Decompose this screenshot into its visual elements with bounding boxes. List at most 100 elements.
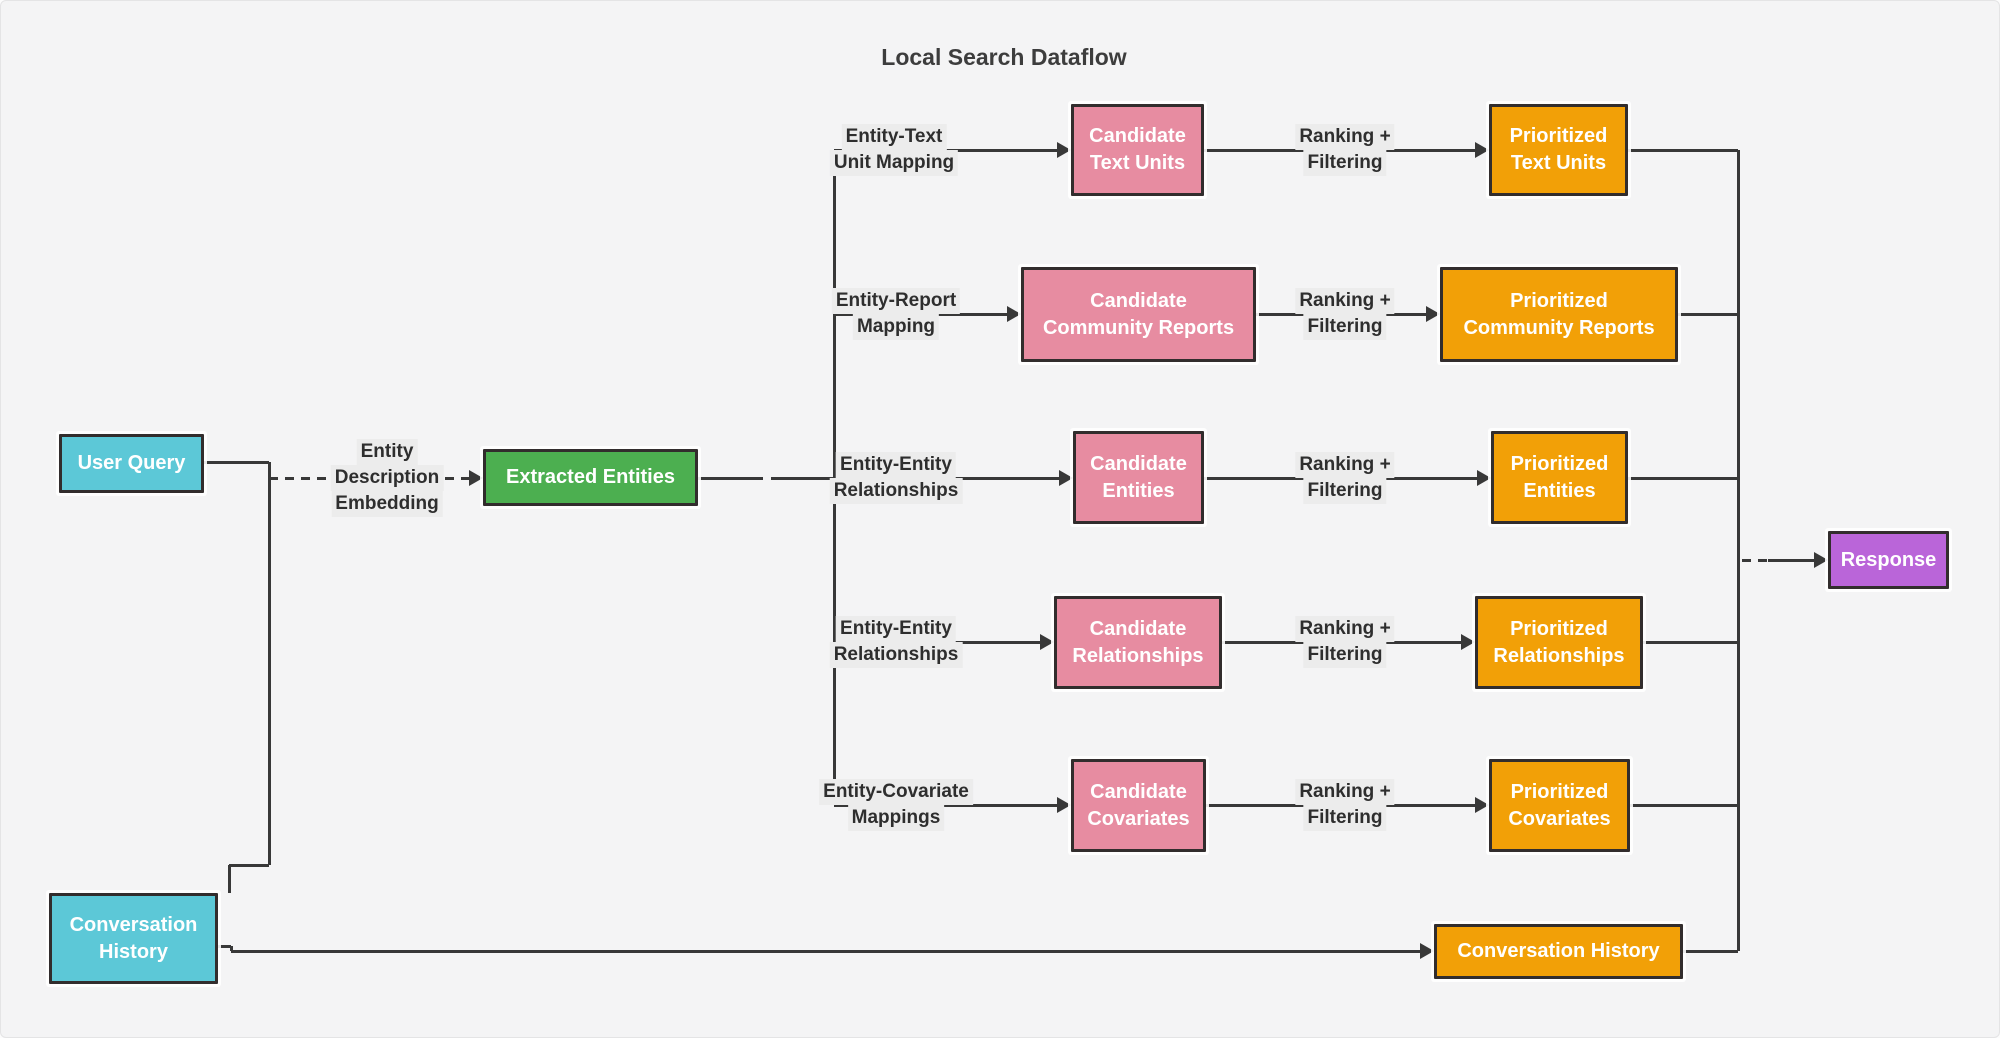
node-label-line: Response xyxy=(1840,548,1937,571)
node-label-line: Prioritized xyxy=(1510,780,1609,803)
edge-label-line: Ranking + xyxy=(1295,616,1395,642)
edge-segment xyxy=(1768,559,1818,562)
edge-label-line: Filtering xyxy=(1303,805,1387,831)
edge-label-line: Filtering xyxy=(1303,478,1387,504)
node-label-line: Prioritized xyxy=(1510,289,1608,312)
node-label-line: User Query xyxy=(77,452,186,474)
edge-label-ranking-filtering-4: Ranking +Filtering xyxy=(1295,616,1395,668)
edge-label-line: Embedding xyxy=(331,491,443,517)
edge-label-line: Unit Mapping xyxy=(829,150,959,176)
node-label-line: Candidate xyxy=(1090,780,1187,803)
node-label-line: Community Reports xyxy=(1042,316,1235,339)
edge-segment xyxy=(698,477,763,480)
edge-segment xyxy=(1737,150,1740,951)
arrowhead-icon xyxy=(1057,797,1071,813)
node-label-line: Text Units xyxy=(1510,152,1607,174)
node-label-line: History xyxy=(99,940,168,963)
edge-segment xyxy=(1628,477,1738,480)
edge-label-line: Filtering xyxy=(1303,642,1387,668)
arrowhead-icon xyxy=(1475,797,1489,813)
edge-label-ranking-filtering-3: Ranking +Filtering xyxy=(1295,452,1395,504)
edge-label-line: Relationships xyxy=(829,642,963,668)
edge-label-line: Filtering xyxy=(1303,314,1387,340)
node-label-line: Conversation xyxy=(69,913,198,936)
edge-segment xyxy=(218,945,231,948)
arrowhead-icon xyxy=(1040,634,1054,650)
node-label-line: Extracted Entities xyxy=(506,466,675,488)
node-label-line: Entities xyxy=(1102,479,1175,502)
edge-label-line: Entity xyxy=(356,439,418,465)
edge-segment xyxy=(1630,804,1738,807)
arrowhead-icon xyxy=(1814,552,1828,568)
edge-label-line: Ranking + xyxy=(1295,288,1395,314)
node-user-query: User Query xyxy=(59,434,204,493)
edge-label-ranking-filtering-5: Ranking +Filtering xyxy=(1295,779,1395,831)
node-conversation-history-output: Conversation History xyxy=(1434,924,1683,979)
edge-segment xyxy=(1643,641,1738,644)
arrowhead-icon xyxy=(1477,470,1491,486)
edge-segment xyxy=(771,477,834,480)
node-label-line: Candidate xyxy=(1089,617,1187,640)
arrowhead-icon xyxy=(1007,306,1021,322)
edge-label-ranking-filtering-2: Ranking +Filtering xyxy=(1295,288,1395,340)
edge-segment xyxy=(229,864,269,867)
edge-segment xyxy=(230,946,233,951)
node-label-line: Text Units xyxy=(1089,152,1186,174)
edge-label-line: Entity-Entity xyxy=(836,452,956,478)
node-label-line: Conversation History xyxy=(1457,940,1660,962)
edge-label-ranking-filtering-1: Ranking +Filtering xyxy=(1295,124,1395,176)
arrowhead-icon xyxy=(1461,634,1475,650)
node-label-line: Candidate xyxy=(1089,125,1186,147)
node-label-line: Covariates xyxy=(1087,807,1190,830)
edge-segment xyxy=(1628,149,1738,152)
arrowhead-icon xyxy=(469,470,483,486)
edge-label-line: Mappings xyxy=(847,805,945,831)
arrowhead-icon xyxy=(1059,470,1073,486)
diagram-title: Local Search Dataflow xyxy=(881,44,1127,70)
edge-label-line: Ranking + xyxy=(1295,779,1395,805)
edge-segment xyxy=(268,462,271,865)
node-extracted-entities: Extracted Entities xyxy=(483,449,698,506)
edge-segment xyxy=(834,804,1061,807)
edge-label-line: Description xyxy=(330,465,444,491)
edge-segment xyxy=(231,950,1424,953)
node-label-line: Candidate xyxy=(1090,289,1187,312)
node-label-line: Prioritized xyxy=(1509,125,1608,147)
edge-label-line: Entity-Text xyxy=(841,124,947,150)
edge-label-line: Ranking + xyxy=(1295,452,1395,478)
node-label-line: Relationships xyxy=(1493,644,1625,667)
node-response: Response xyxy=(1828,531,1949,589)
edge-label-line: Relationships xyxy=(829,478,963,504)
edge-segment xyxy=(1742,559,1768,562)
edge-segment xyxy=(1678,313,1738,316)
arrowhead-icon xyxy=(1057,142,1071,158)
arrowhead-icon xyxy=(1426,306,1440,322)
edge-label-line: Filtering xyxy=(1303,150,1387,176)
edge-label-line: Entity-Covariate xyxy=(819,779,973,805)
node-label-line: Covariates xyxy=(1508,807,1611,830)
edge-label-line: Mapping xyxy=(852,314,940,340)
node-label-line: Relationships xyxy=(1072,644,1204,667)
edge-label-line: Ranking + xyxy=(1295,124,1395,150)
node-label-line: Entities xyxy=(1523,479,1596,502)
edge-label-line: Entity-Entity xyxy=(836,616,956,642)
node-label-line: Community Reports xyxy=(1463,316,1655,339)
node-label-line: Prioritized xyxy=(1510,617,1608,640)
